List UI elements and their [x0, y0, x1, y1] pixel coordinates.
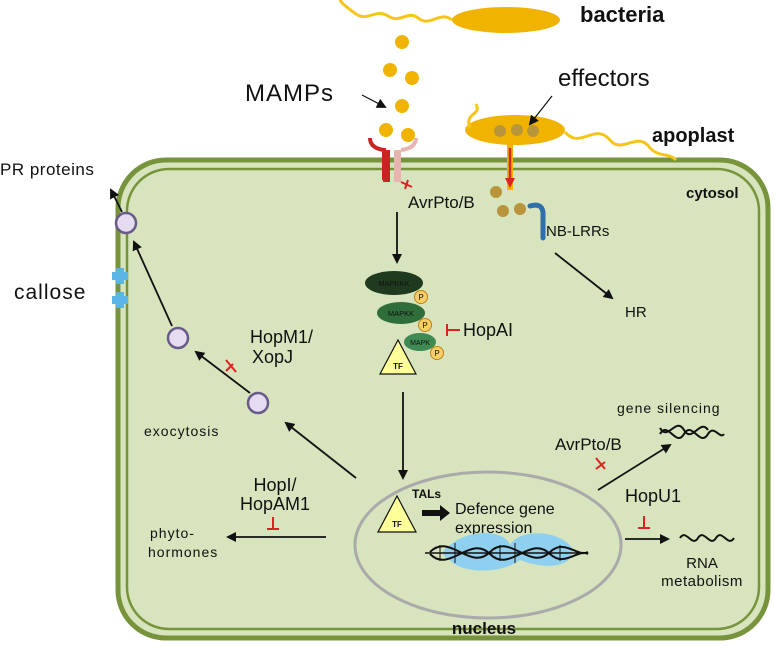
p-label: P [434, 349, 439, 358]
inhibition-bar-icon [225, 359, 237, 373]
cytosol-label: cytosol [686, 185, 739, 202]
receptor-icon [368, 137, 418, 182]
mamp-dot-icon [379, 35, 419, 142]
inhibition-bar-icon [267, 517, 279, 530]
hopi-line2: HopAM1 [240, 494, 310, 514]
defence-line1: Defence gene [455, 501, 555, 518]
mapkk-label: MAPKK [388, 309, 414, 318]
p-label: P [418, 293, 423, 302]
inhibition-bar-icon [446, 324, 460, 336]
gene-silencing-label: gene silencing [617, 400, 721, 416]
hopm1-line1: HopM1/ [250, 327, 313, 347]
hopai-label: HopAI [463, 320, 513, 340]
dna-helix-icon [425, 532, 589, 571]
bacteria-label: bacteria [580, 2, 665, 27]
hopm1-line2: XopJ [252, 347, 293, 367]
hr-label: HR [625, 304, 647, 321]
mapk-cascade: MAPKKK P MAPKK P MAPK P TF [365, 271, 444, 375]
tf-label: TF [393, 362, 403, 371]
avrpto-b-top-label: AvrPto/B [408, 193, 475, 212]
nb-lrr-icon [527, 202, 546, 241]
vesicle-icon [166, 326, 190, 350]
tf-label: TF [392, 520, 402, 529]
vesicle-icon [114, 211, 138, 235]
nucleus-label: nucleus [452, 619, 516, 638]
rna-line2: metabolism [661, 573, 743, 590]
wavy-rna-icon [679, 534, 735, 542]
defence-line2: expression [455, 520, 532, 537]
pr-proteins-label: PR proteins [0, 160, 94, 179]
bacterium-icon [338, 0, 560, 33]
callose-icon [112, 268, 128, 308]
tals-label: TALs [412, 487, 441, 501]
hopu1-label: HopU1 [625, 486, 681, 506]
nb-lrrs-label: NB-LRRs [546, 223, 609, 240]
phyto-line1: phyto- [150, 525, 195, 541]
exocytosis-label: exocytosis [144, 423, 219, 439]
inhibition-bar-icon [400, 179, 413, 190]
mamps-label: MAMPs [245, 80, 334, 107]
vesicle-icon [246, 391, 270, 415]
inhibition-bar-icon [638, 516, 650, 529]
thick-arrow-icon [422, 505, 450, 521]
mapkkk-label: MAPKKK [378, 279, 409, 288]
callose-label: callose [14, 281, 86, 304]
mapk-label: MAPK [410, 340, 430, 347]
cell-membrane [125, 167, 761, 631]
inhibition-bar-icon [595, 457, 606, 470]
phyto-line2: hormones [148, 544, 218, 560]
effector-dot-icon [490, 186, 526, 217]
effector-bacterium-icon [465, 103, 678, 190]
avrpto-b-bottom-label: AvrPto/B [555, 435, 622, 454]
p-label: P [422, 321, 427, 330]
rna-line1: RNA [686, 555, 718, 572]
hopi-line1: HopI/ [253, 475, 296, 495]
apoplast-label: apoplast [652, 125, 735, 147]
effectors-label: effectors [558, 65, 650, 92]
wavy-rna-icon [659, 424, 725, 439]
